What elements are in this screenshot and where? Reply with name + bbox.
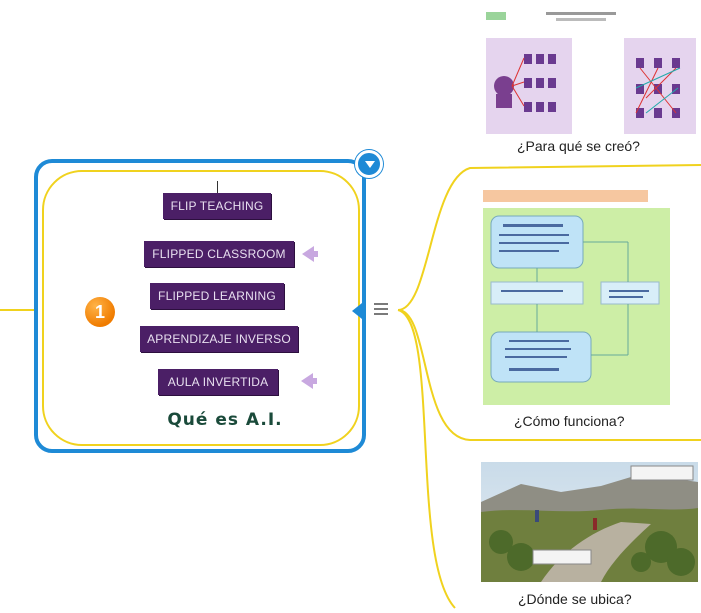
priority-badge: 1 [85, 297, 115, 327]
term-flipped-learning: FLIPPED LEARNING [150, 283, 284, 309]
topic-image-model[interactable] [486, 8, 696, 134]
topic-caption-como-funciona[interactable]: ¿Cómo funciona? [514, 413, 625, 429]
arrow-left-icon [301, 373, 317, 389]
term-flipped-classroom: FLIPPED CLASSROOM [144, 241, 294, 267]
central-topic-title: Qué es A.I. [167, 410, 283, 430]
topic-caption-para-que[interactable]: ¿Para qué se creó? [517, 138, 640, 154]
connector-tick [217, 181, 218, 193]
term-flip-teaching: FLIP TEACHING [163, 193, 271, 219]
arrow-left-icon [302, 246, 318, 262]
collapse-toggle-icon[interactable] [355, 150, 383, 178]
topic-image-flowchart[interactable] [483, 190, 670, 405]
menu-icon[interactable] [374, 300, 388, 316]
topic-caption-donde-se-ubica[interactable]: ¿Dónde se ubica? [518, 591, 632, 607]
term-aula-invertida: AULA INVERTIDA [158, 369, 278, 395]
expand-arrow-icon[interactable] [352, 303, 362, 319]
term-aprendizaje-inverso: APRENDIZAJE INVERSO [140, 326, 298, 352]
topic-image-photo[interactable] [481, 462, 698, 582]
